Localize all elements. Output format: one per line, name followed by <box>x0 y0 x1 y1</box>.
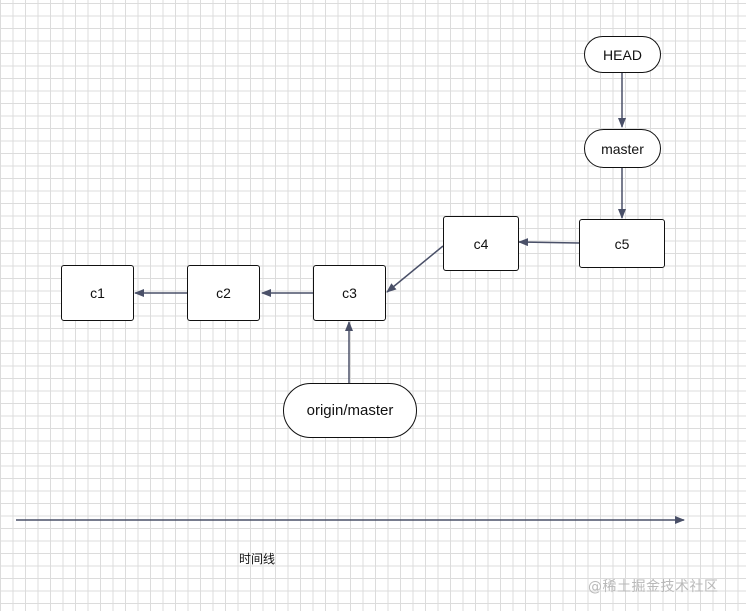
edge-c4-to-c3 <box>386 245 444 293</box>
commit-c5-node: c5 <box>579 219 665 268</box>
commit-c3-node: c3 <box>313 265 386 321</box>
commit-c4-node: c4 <box>443 216 519 271</box>
watermark-text: @稀土掘金技术社区 <box>588 579 719 595</box>
origin-master-branch-node: origin/master <box>283 383 417 438</box>
master-branch-node: master <box>584 129 661 168</box>
commit-c2-node: c2 <box>187 265 260 321</box>
head-pointer-node: HEAD <box>584 36 661 73</box>
timeline-label: 时间线 <box>239 552 276 566</box>
edge-c5-to-c4 <box>518 238 580 247</box>
commit-c1-node: c1 <box>61 265 134 321</box>
